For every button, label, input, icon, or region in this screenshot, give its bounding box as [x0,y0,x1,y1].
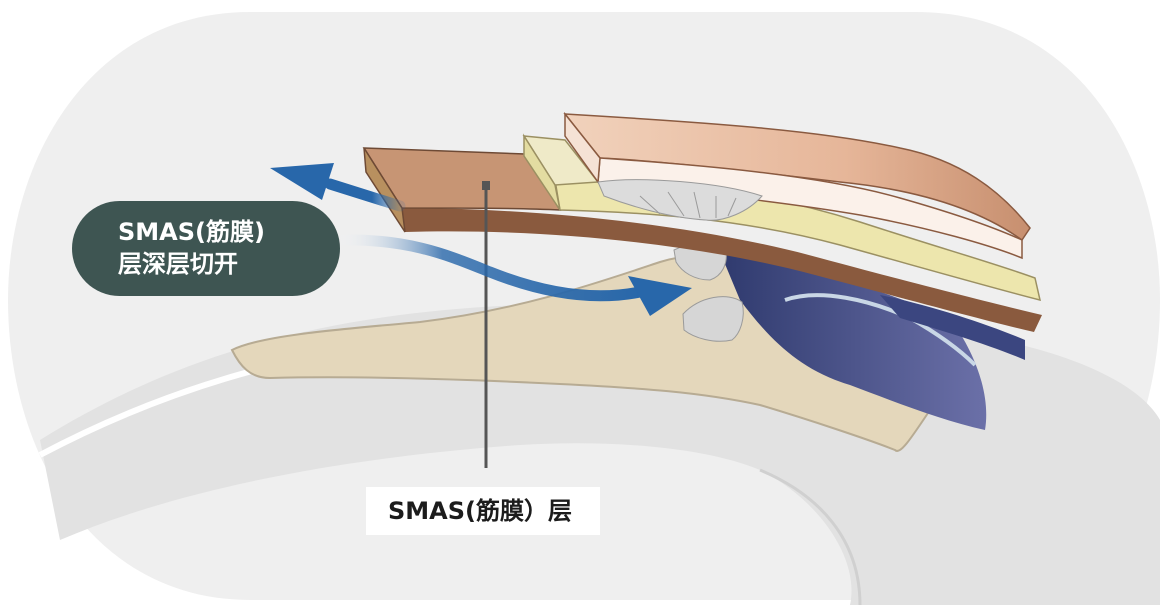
smas-layer-label: SMAS(筋膜）层 [366,487,600,535]
pointer-dot [482,181,490,190]
callout-line-1: SMAS(筋膜) [118,218,265,246]
muscle-lower [880,295,1025,360]
fat-layer-block-side [523,133,561,211]
orbicularis-muscle [720,252,987,430]
ligament-upper [597,179,763,221]
bone-inner-line-2 [759,468,862,605]
deep-layer-callout: SMAS(筋膜) 层深层切开 [72,201,340,296]
arrow-up-left-icon [270,163,406,212]
smas-layer-side [363,147,406,233]
callout-line-2: 层深层切开 [118,250,238,278]
smas-layer-front [402,208,1042,332]
arrow-curved-right-icon [330,234,692,316]
